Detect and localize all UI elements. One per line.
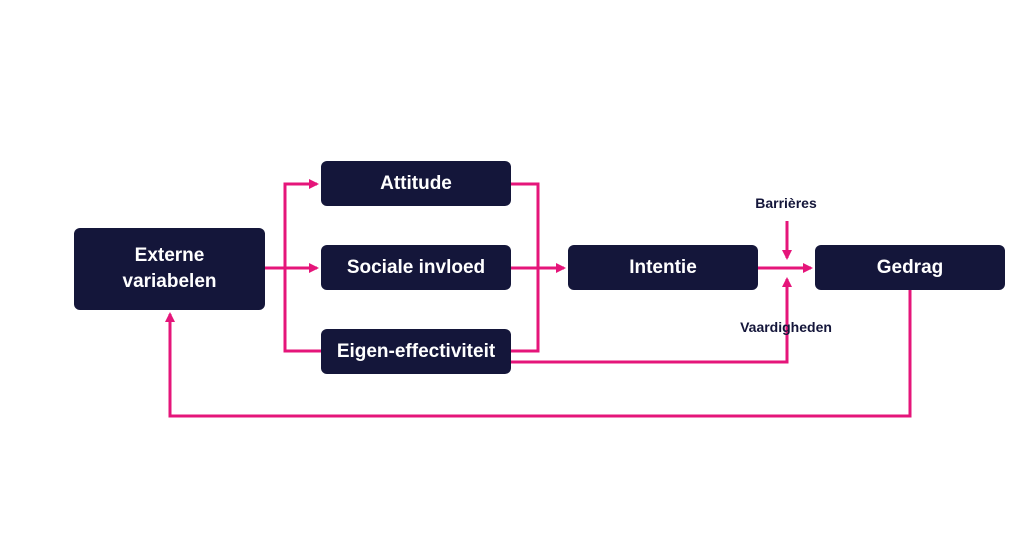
node-gedrag-label: Gedrag	[876, 256, 944, 278]
node-sociale-invloed-label: Sociale invloed	[346, 256, 486, 278]
label-vaardigheden: Vaardigheden	[740, 319, 832, 335]
arrow-feedback-gedrag-to-externe	[165, 290, 912, 418]
line-attitude-to-join	[511, 182, 540, 268]
line-eigen-to-join	[511, 268, 540, 353]
arrow-eigen-to-vaardigheden	[511, 277, 792, 364]
arrow-branch-to-eigen	[283, 268, 321, 353]
node-gedrag: Gedrag	[815, 245, 1005, 290]
arrow-branch-to-attitude	[283, 179, 319, 268]
node-attitude: Attitude	[321, 161, 511, 206]
node-intentie-label: Intentie	[629, 256, 697, 278]
node-attitude-label: Attitude	[380, 172, 452, 194]
node-sociale-invloed: Sociale invloed	[321, 245, 511, 290]
node-intentie: Intentie	[568, 245, 758, 290]
node-eigen-effectiviteit: Eigen-effectiviteit	[321, 329, 511, 374]
label-barrieres: Barrières	[755, 195, 817, 211]
node-eigen-effectiviteit-label: Eigen-effectiviteit	[336, 340, 496, 362]
node-externe-line2: variabelen	[122, 271, 217, 292]
node-externe-variabelen: Externe variabelen	[74, 228, 265, 310]
node-externe-line1: Externe	[134, 245, 205, 266]
